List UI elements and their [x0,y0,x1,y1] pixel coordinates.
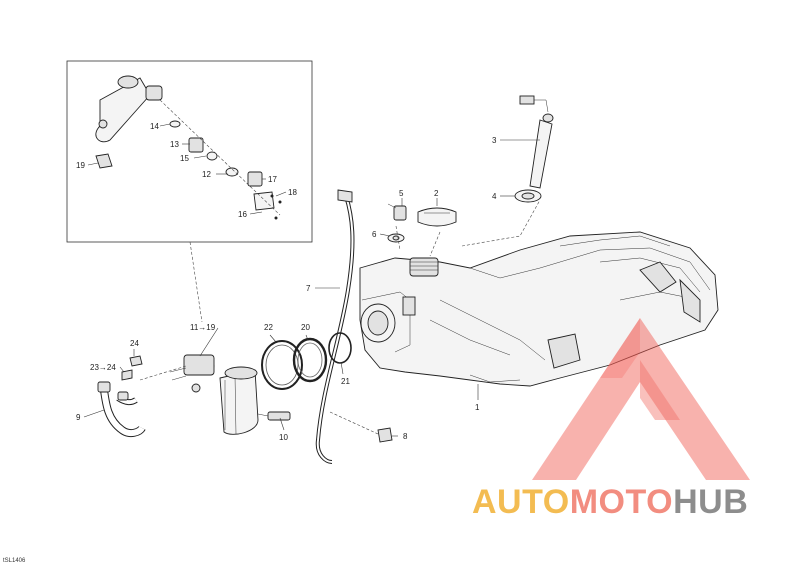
callout-10: 10 [279,433,288,442]
pump-o-ring [328,332,352,364]
callout-2: 2 [434,189,439,198]
callout-12: 12 [202,170,211,179]
inset-pump-parts [95,75,282,220]
callout-22: 22 [264,323,273,332]
watermark-auto: AUTO [472,483,570,521]
pump-gasket [292,337,328,383]
callout-4: 4 [492,192,497,201]
callout-16: 16 [238,210,247,219]
hose-connector [121,355,143,381]
callout-18: 18 [288,188,297,197]
callout-15: 15 [180,154,189,163]
callout-20: 20 [301,323,310,332]
fuel-level-sender [519,95,554,189]
vent-hose [315,189,355,464]
callout-19: 19 [76,161,85,170]
vent-valve [387,203,407,221]
callout-21: 21 [341,377,350,386]
valve-grommet [387,233,405,243]
fuel-cap [417,207,457,227]
drawing-code: tSL1406 [3,558,26,564]
fuel-pump-assembly [169,354,291,435]
callout-17: 17 [268,175,277,184]
leader-lines [83,123,540,437]
callout-7: 7 [306,284,311,293]
callout-5: 5 [399,189,404,198]
watermark-moto: MOTO [570,483,673,521]
clamp-ring [261,340,303,390]
watermark-hub: HUB [673,483,748,521]
watermark-triangle [532,318,750,480]
callout-labels: 1 2 3 4 5 6 7 8 9 10 11→19 12 13 14 15 1… [76,122,497,442]
callout-14: 14 [150,122,159,131]
callout-3: 3 [492,136,497,145]
inset-frame [66,60,313,243]
callout-11-19: 11→19 [190,323,216,332]
fuel-tank [359,231,719,387]
callout-24: 24 [130,339,139,348]
callout-8: 8 [403,432,408,441]
watermark-logo: AUTOMOTOHUB [472,318,750,521]
fuel-hose [97,381,146,438]
callout-23-24: 23→24 [90,363,116,372]
callout-9: 9 [76,413,81,422]
svg-text:AUTOMOTOHUB: AUTOMOTOHUB [472,483,748,521]
callout-6: 6 [372,230,377,239]
grommet [514,189,542,203]
hose-clip [377,427,393,443]
callout-13: 13 [170,140,179,149]
callout-1: 1 [475,403,480,412]
